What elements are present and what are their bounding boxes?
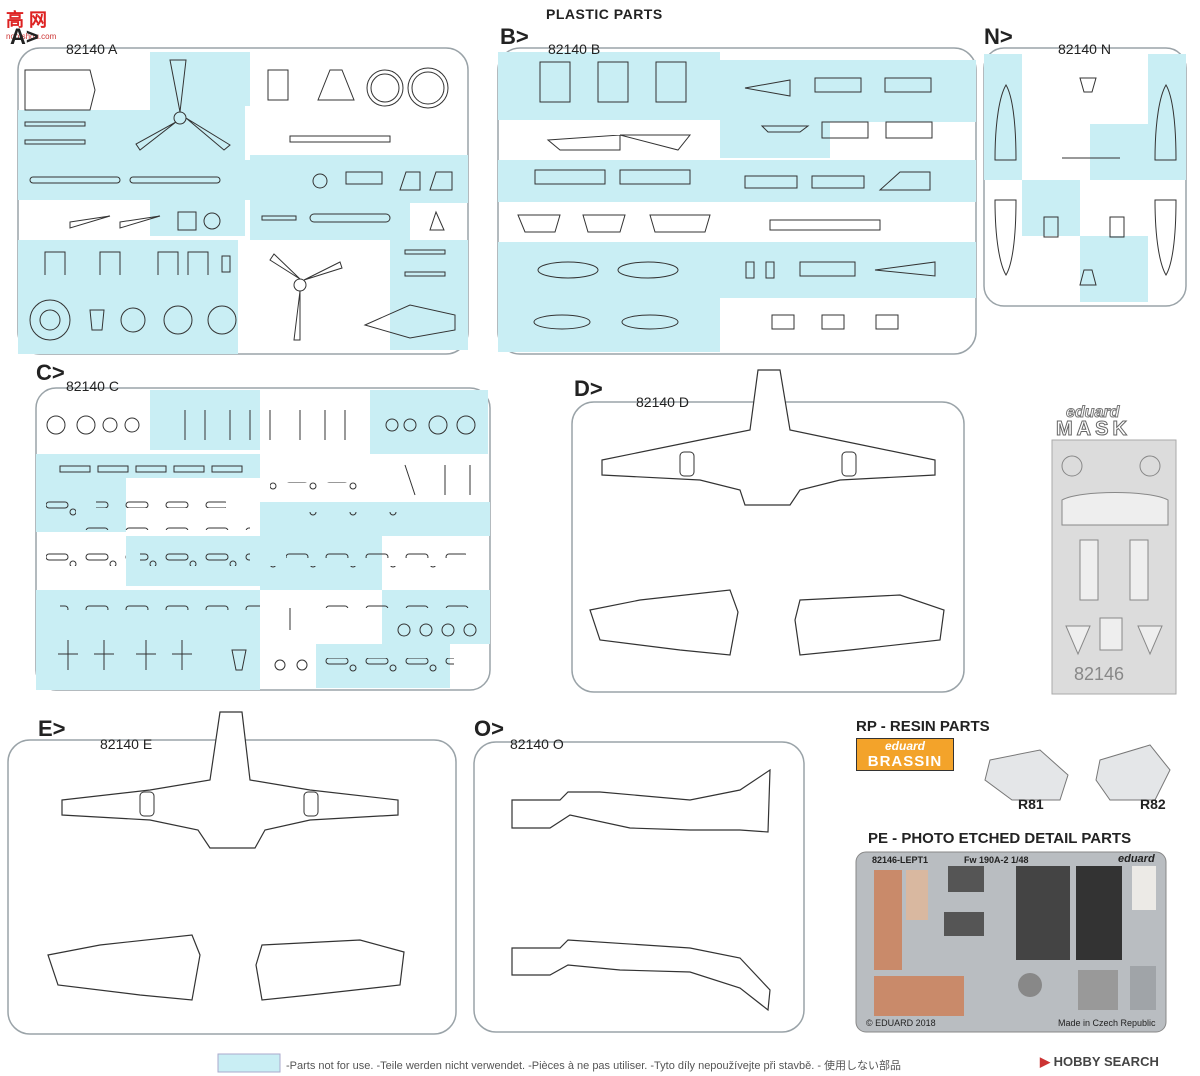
resin-part-r82: R82 [1140, 796, 1166, 812]
sprue-n-code: 82140 N [1058, 41, 1111, 57]
pe-made-in: Made in Czech Republic [1058, 1018, 1156, 1028]
brassin-logo-top: eduard [884, 739, 925, 753]
sprue-c-letter: C> [36, 360, 65, 385]
mask-brand: eduard [1065, 404, 1120, 422]
hobby-search-icon: ▶ [1040, 1054, 1050, 1069]
sprue-o-code: 82140 O [510, 736, 564, 752]
sprue-b-letter: B> [500, 24, 529, 49]
mask-sheet [1051, 439, 1177, 695]
sprue-a-letter: A> [10, 24, 39, 49]
site-watermark: 高 网 noo.shou.com [6, 10, 57, 41]
sprue-e-letter: E> [38, 716, 66, 741]
mask-code: 82146 [1074, 664, 1125, 684]
sprue-a-code: 82140 A [66, 41, 118, 57]
sprue-a [17, 47, 469, 355]
sprue-e [7, 711, 457, 1035]
brassin-logo-bottom: BRASSIN [867, 753, 943, 770]
sprue-d-letter: D> [574, 376, 603, 401]
pe-title: PE - PHOTO ETCHED DETAIL PARTS [868, 830, 1132, 847]
sprue-n-letter: N> [984, 24, 1013, 49]
resin-part-r81: R81 [1018, 796, 1044, 812]
footer-brand: ▶ HOBBY SEARCH [1040, 1054, 1159, 1070]
sprue-d-code: 82140 D [636, 394, 689, 410]
page-title: PLASTIC PARTS [546, 6, 663, 22]
brassin-logo: eduard BRASSIN [856, 738, 954, 771]
sprue-c-code: 82140 C [66, 378, 119, 394]
sprue-n [983, 47, 1187, 307]
sprue-b-code: 82140 B [548, 41, 601, 57]
pe-sheet-model: Fw 190A-2 1/48 [964, 855, 1029, 865]
resin-title: RP - RESIN PARTS [856, 718, 990, 735]
sprue-b [497, 47, 977, 355]
sprue-o [473, 741, 805, 1033]
resin-parts [984, 744, 1171, 801]
pe-copyright: © EDUARD 2018 [866, 1018, 936, 1028]
sprue-o-letter: O> [474, 716, 504, 741]
mask-label: MASK [1056, 418, 1131, 441]
footer-brand-text: HOBBY SEARCH [1053, 1054, 1159, 1069]
sprue-d [571, 369, 965, 693]
pe-fret [855, 851, 1167, 1033]
sprue-c [35, 387, 491, 691]
pe-sheet-code: 82146-LEPT1 [872, 855, 929, 865]
pe-sheet-brand: eduard [1118, 853, 1155, 865]
legend-text: -Parts not for use. -Teile werden nicht … [286, 1060, 902, 1072]
sprue-e-code: 82140 E [100, 736, 153, 752]
